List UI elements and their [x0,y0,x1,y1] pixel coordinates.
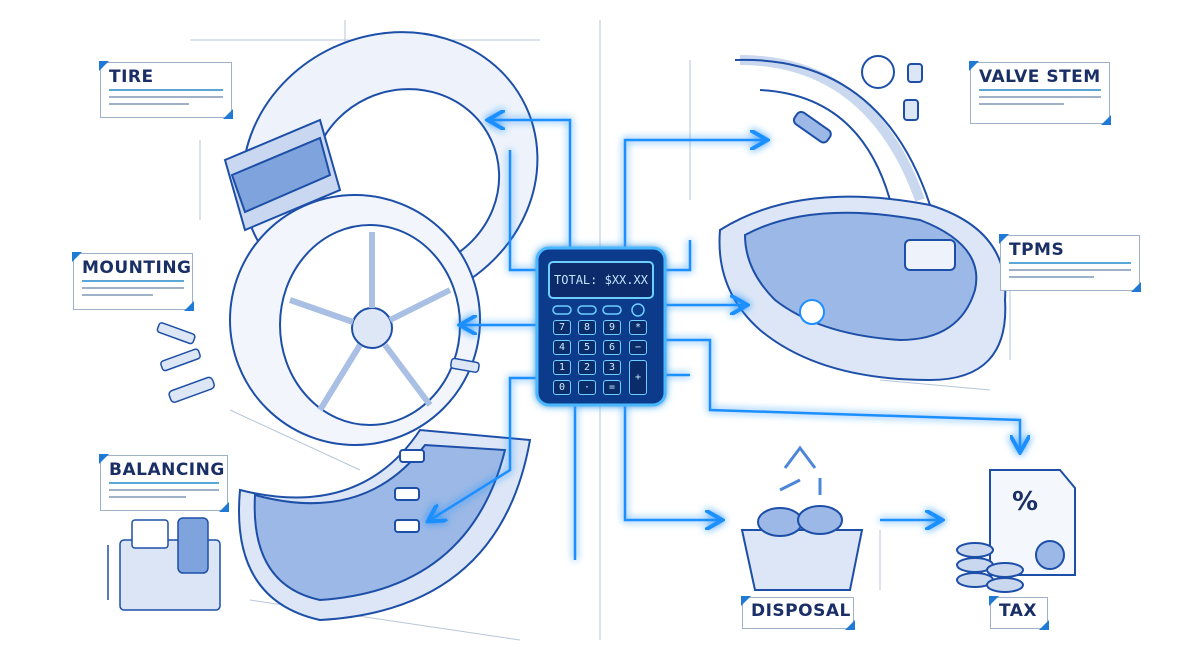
calc-key-6: 6 [603,340,621,355]
label-valve-stem: VALVE STEM [969,61,1111,125]
label-disposal-title: DISPOSAL [751,601,851,621]
calc-key-decimal: · [578,380,596,395]
valve-stem-illustration [734,55,931,206]
arrow-up-left [508,150,537,272]
label-tire-title: TIRE [109,67,223,91]
label-mounting-title: MOUNTING [82,258,191,282]
calc-key-multiply: * [629,320,647,335]
arrow-to-disposal [623,405,720,520]
tpms-sensor-illustration [718,195,1007,382]
calc-key-5: 5 [578,340,596,355]
calc-key-equals: = [603,380,621,395]
calculator-display: TOTAL: $XX.XX [554,273,648,287]
connector-arrows [430,120,1020,560]
calc-key-0: 0 [553,380,571,395]
tire-cross-section-illustration [238,428,532,622]
balancing-machine-icon [107,517,221,611]
recycle-icon [779,445,822,495]
calc-key-7: 7 [553,320,571,335]
label-tpms: TPMS [999,234,1141,292]
label-balancing-title: BALANCING [109,460,224,484]
arrow-up-right [665,240,692,272]
arrow-to-tire [490,120,572,248]
tax-document-illustration [956,469,1076,593]
calc-key-9: 9 [603,320,621,335]
calc-key-plus: + [629,360,647,395]
calc-key-1: 1 [553,360,571,375]
wheel-rim-illustration [229,194,481,446]
disposal-basket-illustration [740,445,864,591]
calc-key-2: 2 [578,360,596,375]
label-tpms-title: TPMS [1009,240,1131,264]
percent-symbol: % [1012,487,1038,517]
label-disposal: DISPOSAL [741,596,855,630]
label-mounting: MOUNTING [72,252,194,311]
calc-key-3: 3 [603,360,621,375]
label-valve-stem-title: VALVE STEM [979,67,1101,91]
label-balancing: BALANCING [99,454,229,512]
calc-key-4: 4 [553,340,571,355]
calc-key-minus: − [629,340,647,355]
lug-nut-bolts [156,322,480,403]
arrow-to-balancing [430,376,537,520]
label-tax: TAX [989,596,1049,630]
arrow-to-tax-top [665,338,1020,450]
label-tire: TIRE [99,61,233,119]
arrow-to-valve-stem [623,140,765,248]
calculator-gear-icon [631,303,645,317]
calc-key-8: 8 [578,320,596,335]
label-tax-title: TAX [999,601,1038,621]
